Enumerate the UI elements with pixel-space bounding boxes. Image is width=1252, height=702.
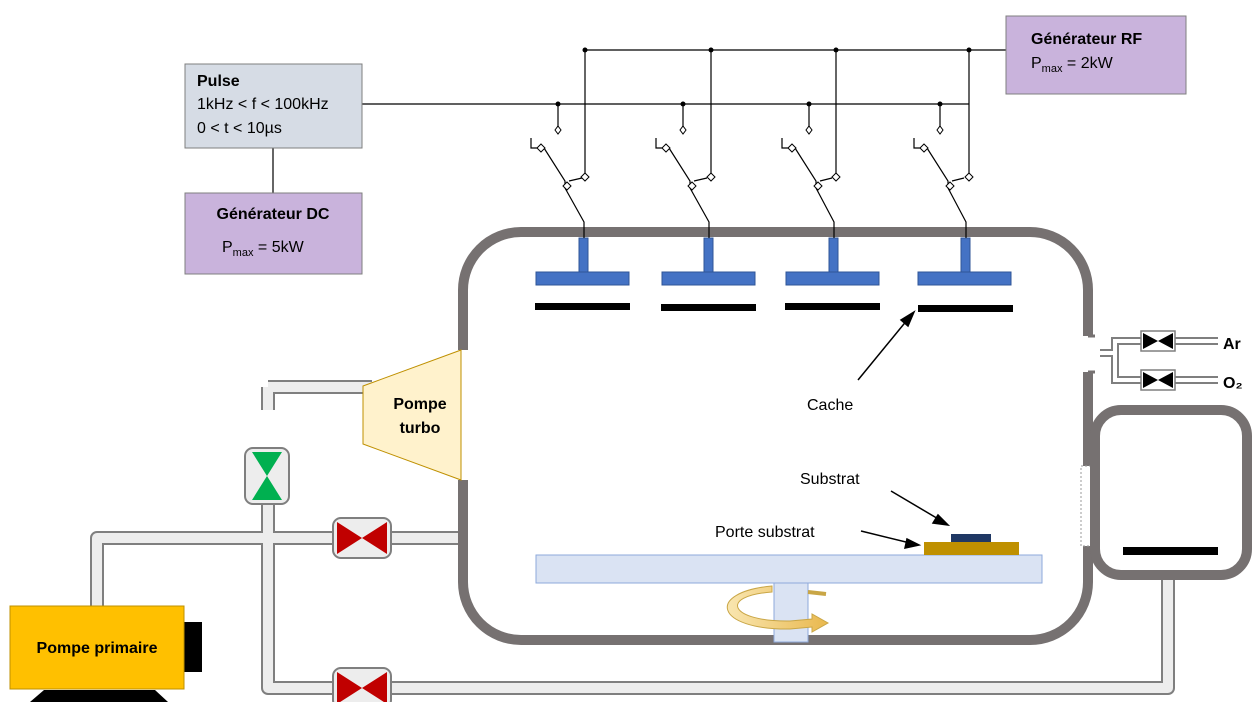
valve-o2[interactable] bbox=[1140, 369, 1176, 391]
gas-inlet-lines bbox=[1088, 337, 1218, 384]
turbo-pump-label-1: Pompe bbox=[393, 396, 446, 413]
magnetrons bbox=[535, 237, 1013, 312]
cache-label: Cache bbox=[807, 397, 853, 414]
valve-bypass-red[interactable] bbox=[332, 517, 392, 559]
shutter-3 bbox=[785, 303, 880, 310]
magnetron-3 bbox=[785, 237, 880, 310]
shutter-1 bbox=[535, 303, 630, 310]
turbo-pump bbox=[362, 349, 462, 481]
magnetron-1 bbox=[535, 237, 630, 310]
junction-dots bbox=[555, 47, 972, 107]
substrate-holder-label: Porte substrat bbox=[715, 524, 815, 541]
loadlock-chamber bbox=[1090, 405, 1252, 580]
shutter-2 bbox=[661, 304, 756, 311]
pipe-network bbox=[90, 380, 1175, 695]
rf-generator-title: Générateur RF bbox=[1031, 31, 1142, 48]
switch-contacts bbox=[536, 125, 974, 191]
dc-generator-title: Générateur DC bbox=[217, 206, 330, 223]
primary-pump-motor bbox=[180, 622, 202, 672]
annotation-arrows bbox=[857, 310, 951, 549]
substrate-holder bbox=[924, 542, 1019, 555]
gas-o2-label: O₂ bbox=[1223, 375, 1243, 392]
substrate-label: Substrat bbox=[800, 471, 860, 488]
pulse-frequency: 1kHz < f < 100kHz bbox=[197, 96, 329, 113]
magnetron-4 bbox=[917, 237, 1013, 312]
substrate-platform bbox=[535, 554, 1043, 584]
valve-loadlock-red[interactable] bbox=[332, 667, 392, 702]
rotation-shaft bbox=[773, 581, 809, 643]
pulse-duration: 0 < t < 10µs bbox=[197, 120, 282, 137]
rf-generator-box: Générateur RF Pmax = 2kW bbox=[1005, 15, 1187, 95]
gas-ar-label: Ar bbox=[1223, 336, 1241, 353]
magnetron-2 bbox=[661, 237, 756, 311]
rotation-arrow-icon bbox=[726, 585, 830, 633]
substrate bbox=[951, 534, 991, 542]
electrical-wiring bbox=[272, 49, 1006, 238]
rf-generator-pmax: Pmax = 2kW bbox=[1031, 55, 1114, 75]
primary-pump-label: Pompe primaire bbox=[37, 640, 158, 657]
valve-turbo-green[interactable] bbox=[244, 447, 290, 505]
dc-generator-box: Générateur DC Pmax = 5kW bbox=[184, 192, 363, 275]
pulse-box: Pulse 1kHz < f < 100kHz 0 < t < 10µs bbox=[184, 63, 363, 149]
dc-generator-pmax: Pmax = 5kW bbox=[222, 239, 305, 259]
loadlock-plate bbox=[1123, 547, 1218, 555]
primary-pump bbox=[9, 605, 185, 690]
primary-pump-base bbox=[30, 690, 168, 702]
shutter-4 bbox=[918, 305, 1013, 312]
valve-ar[interactable] bbox=[1140, 330, 1176, 352]
turbo-pump-label-2: turbo bbox=[400, 420, 441, 437]
pulse-title: Pulse bbox=[197, 73, 240, 90]
